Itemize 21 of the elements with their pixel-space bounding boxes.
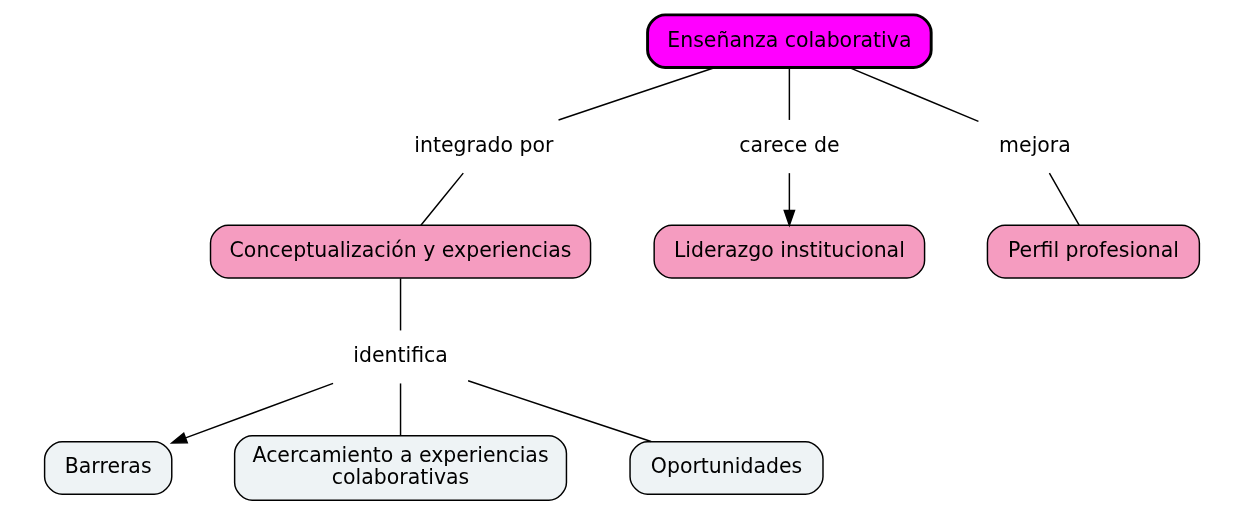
node-box: Barreras [43,440,173,495]
node-box: Enseñanza colaborativa [646,12,933,69]
arrow [783,171,796,227]
connector [848,66,980,122]
node-box: Oportunidades [629,440,824,495]
node-box: Perfil profesional [986,224,1201,279]
connector [788,66,791,121]
connector [467,379,652,442]
connector [399,382,402,437]
connector [399,277,402,331]
node-box: Conceptualización y experiencias [209,224,592,279]
node-box: Acercamiento a experiencias colaborativas [233,434,568,501]
connector [420,171,464,226]
node-text: mejora [999,132,1071,157]
connector [1048,171,1080,226]
arrow [169,382,334,444]
node-text: identifica [353,342,448,367]
node-text: carece de [739,132,840,157]
node-text: integrado por [414,132,554,157]
connector [557,66,716,121]
node-box: Liderazgo institucional [653,224,926,279]
